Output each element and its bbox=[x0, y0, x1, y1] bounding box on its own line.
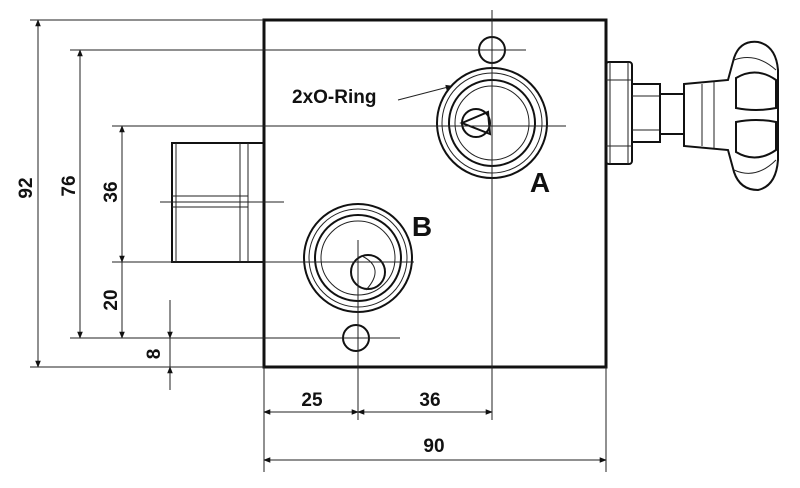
dim-height-92: 92 bbox=[16, 177, 37, 198]
dim-height-8: 8 bbox=[144, 349, 165, 360]
o-ring-label: 2xO-Ring bbox=[292, 87, 376, 108]
dim-width-25: 25 bbox=[301, 390, 323, 411]
dim-height-76: 76 bbox=[59, 175, 80, 196]
dim-height-20: 20 bbox=[101, 289, 122, 310]
horizontal-dimension-lines bbox=[263, 409, 607, 463]
dim-height-36: 36 bbox=[101, 181, 122, 202]
valve-block-body bbox=[262, 18, 608, 369]
dim-width-90: 90 bbox=[423, 436, 444, 457]
o-ring-leader bbox=[397, 84, 453, 101]
dim-width-36: 36 bbox=[419, 390, 440, 411]
vertical-dimension-lines bbox=[35, 19, 173, 390]
adjusting-knob bbox=[605, 40, 779, 192]
port-b-label: B bbox=[412, 211, 432, 242]
port-a-label: A bbox=[530, 167, 550, 198]
